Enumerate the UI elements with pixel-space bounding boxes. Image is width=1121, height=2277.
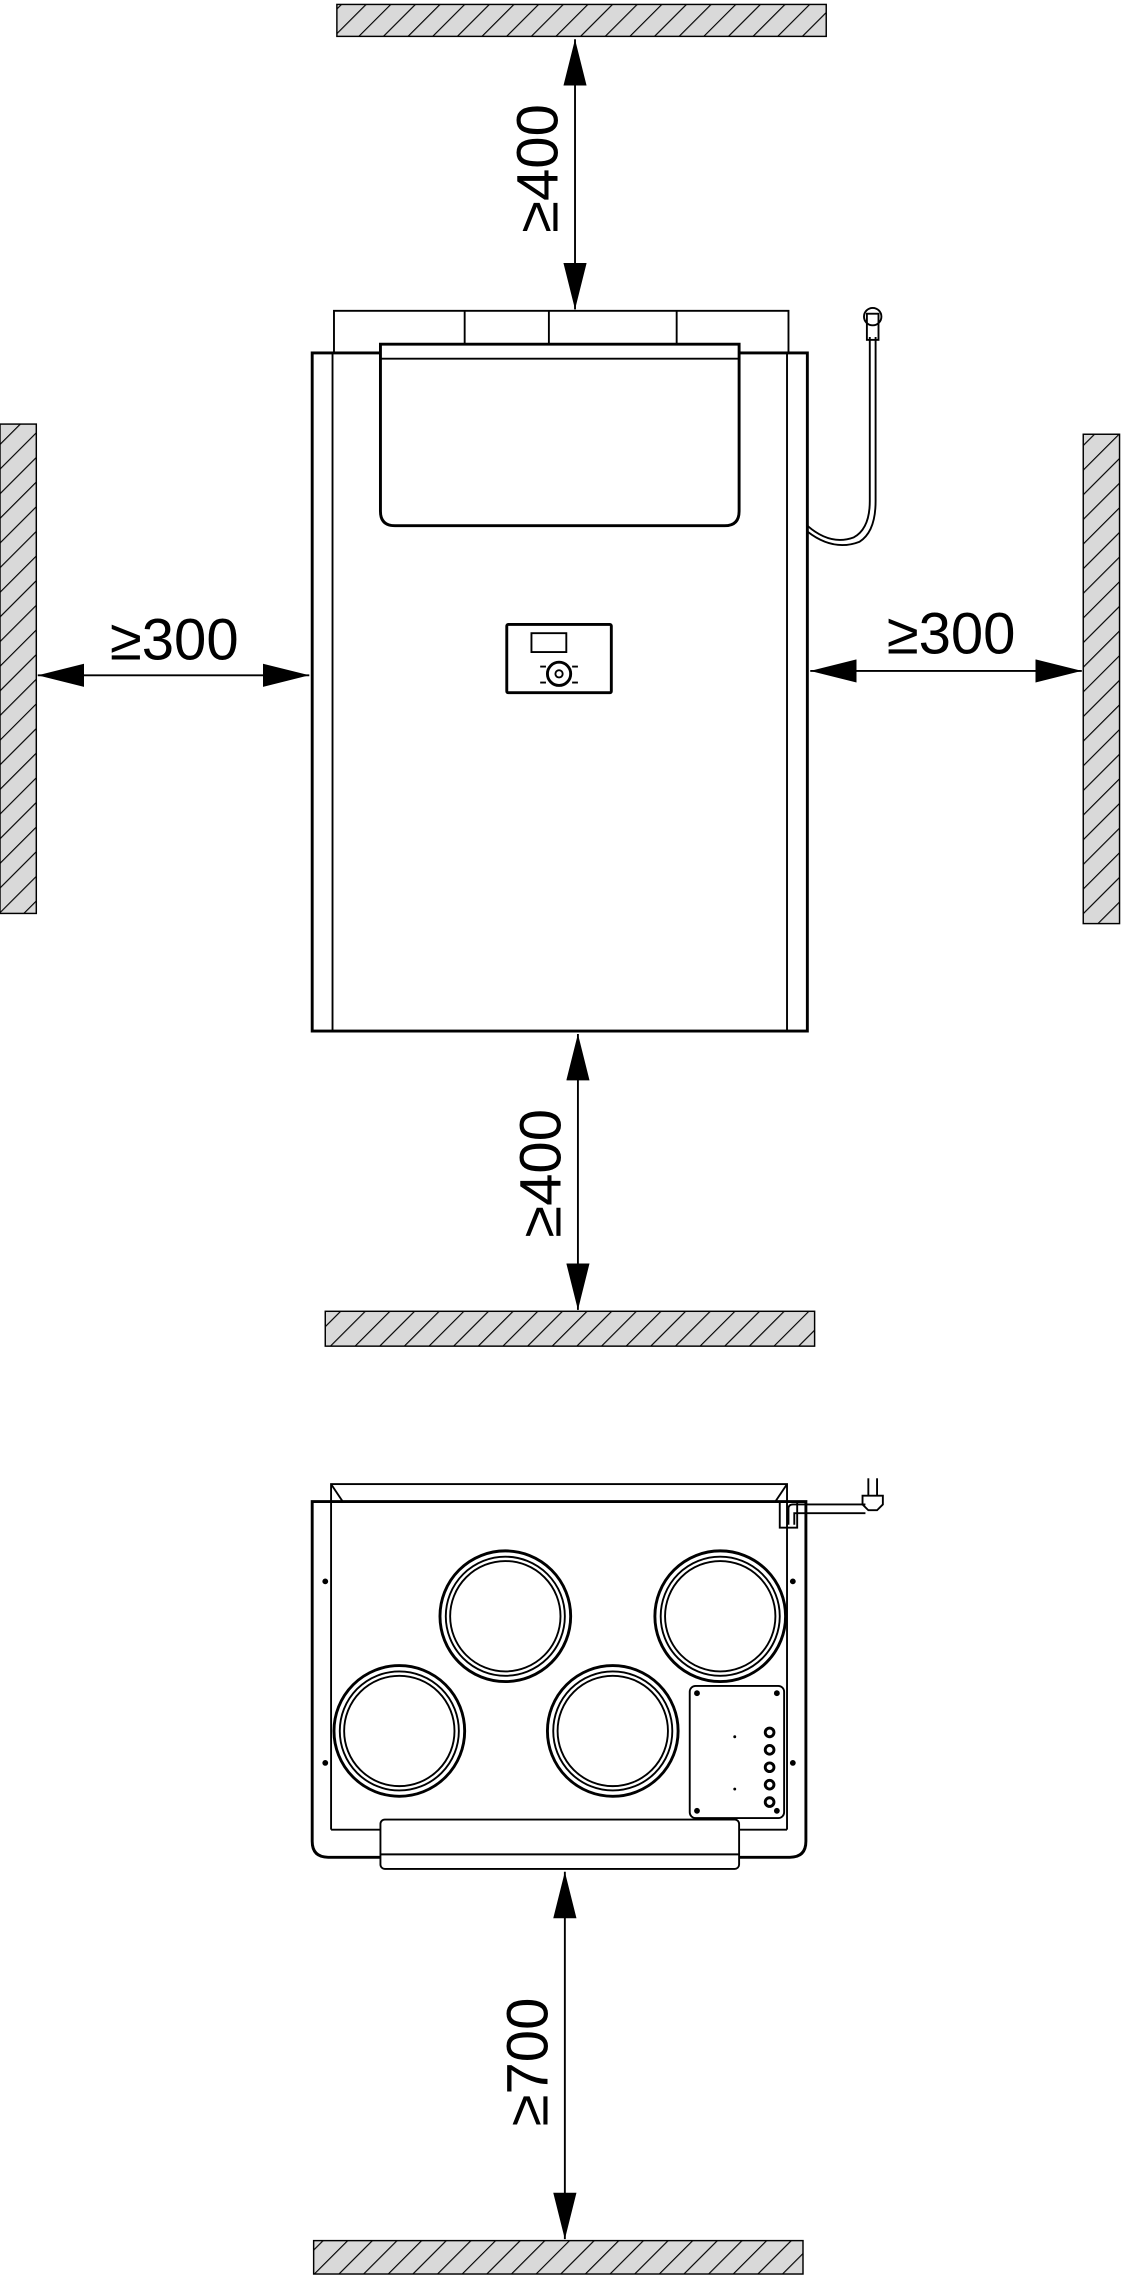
wall-right xyxy=(1082,433,1121,925)
wall-front xyxy=(312,2239,804,2275)
label-front-clearance: ≥700 xyxy=(495,1998,560,2127)
label-left-clearance: ≥300 xyxy=(110,607,239,672)
wall-left xyxy=(0,423,38,915)
label-right-clearance: ≥300 xyxy=(887,602,1016,667)
unit-top-view xyxy=(310,1478,884,1870)
power-cable-plug-icon xyxy=(806,306,883,546)
duct-connections xyxy=(332,1549,788,1798)
label-top-clearance: ≥400 xyxy=(506,104,571,233)
unit-front-view xyxy=(310,306,883,1033)
wall-bottom xyxy=(324,1310,816,1347)
control-panel xyxy=(505,623,613,695)
connection-box xyxy=(688,1684,786,1820)
power-cable-plug-icon xyxy=(778,1478,884,1529)
wall-top xyxy=(336,3,827,38)
label-bottom-clearance: ≥400 xyxy=(509,1109,574,1238)
